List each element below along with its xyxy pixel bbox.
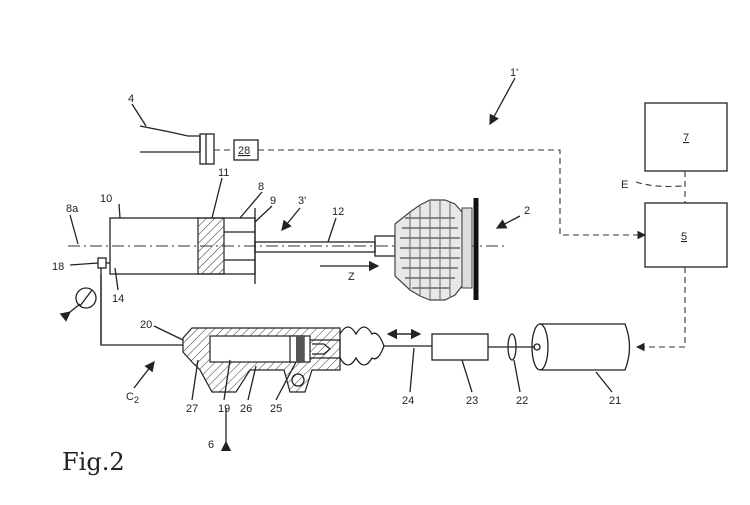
signal-line-28-to-5 — [258, 149, 647, 240]
label-c2: C2 — [126, 391, 139, 405]
label-e: E — [621, 179, 628, 191]
leader-20 — [153, 325, 184, 341]
leader-8a — [69, 214, 79, 245]
label-25: 25 — [270, 403, 282, 415]
leader-1prime — [489, 77, 516, 126]
label-26: 26 — [240, 403, 252, 415]
leader-10 — [118, 203, 121, 219]
leader-12 — [327, 217, 337, 243]
label-20: 20 — [140, 319, 152, 331]
leader-c2 — [133, 360, 155, 389]
leader-e — [635, 181, 684, 188]
label-28: 28 — [238, 145, 250, 157]
leader-22 — [513, 359, 521, 393]
leader-14 — [114, 267, 119, 291]
leader-18 — [69, 262, 99, 266]
label-4: 4 — [128, 93, 134, 105]
label-12: 12 — [332, 206, 344, 218]
leader-11 — [211, 177, 223, 219]
label-23: 23 — [466, 395, 478, 407]
label-22: 22 — [516, 395, 528, 407]
pressure-sensor-symbol — [59, 287, 97, 322]
label-21: 21 — [609, 395, 621, 407]
pushrod-12 — [254, 241, 376, 253]
label-6: 6 — [208, 439, 214, 451]
port-18 — [97, 257, 107, 269]
master-cylinder — [182, 327, 341, 393]
signal-line-5-to-21 — [635, 267, 686, 352]
clutch-assembly — [394, 199, 473, 301]
leader-9 — [254, 205, 273, 223]
figure-label: Fig.2 — [62, 448, 125, 476]
pedal-base — [140, 136, 201, 153]
pedal-mount — [199, 133, 215, 165]
washer-22 — [507, 333, 517, 361]
label-2: 2 — [524, 205, 530, 217]
leader-2 — [495, 215, 521, 229]
leader-21 — [595, 371, 613, 393]
label-5: 5 — [681, 231, 687, 243]
label-27: 27 — [186, 403, 198, 415]
label-24: 24 — [402, 395, 414, 407]
label-z: Z — [348, 271, 355, 283]
label-11: 11 — [218, 167, 229, 179]
piston — [197, 217, 225, 275]
label-8: 8 — [258, 181, 264, 193]
electric-motor-21 — [531, 323, 631, 371]
label-19: 19 — [218, 403, 230, 415]
label-9: 9 — [270, 195, 276, 207]
label-3prime: 3' — [298, 195, 306, 207]
label-18: 18 — [52, 261, 64, 273]
leader-27 — [191, 359, 199, 401]
leader-8 — [239, 191, 263, 219]
dust-boot — [339, 326, 385, 366]
leader-3prime — [281, 207, 301, 232]
nut-23 — [431, 333, 489, 361]
leader-19 — [223, 359, 231, 401]
leader-26 — [247, 365, 257, 401]
label-1prime: 1' — [510, 67, 518, 79]
label-14: 14 — [112, 293, 124, 305]
leader-24 — [409, 347, 415, 393]
pedal-arm — [139, 125, 200, 137]
label-7: 7 — [683, 132, 689, 144]
control-unit-7-box — [644, 102, 728, 172]
leader-25 — [275, 361, 297, 401]
leader-4 — [131, 103, 147, 127]
label-10: 10 — [100, 193, 112, 205]
leader-23 — [461, 359, 473, 393]
label-8a: 8a — [66, 203, 79, 215]
